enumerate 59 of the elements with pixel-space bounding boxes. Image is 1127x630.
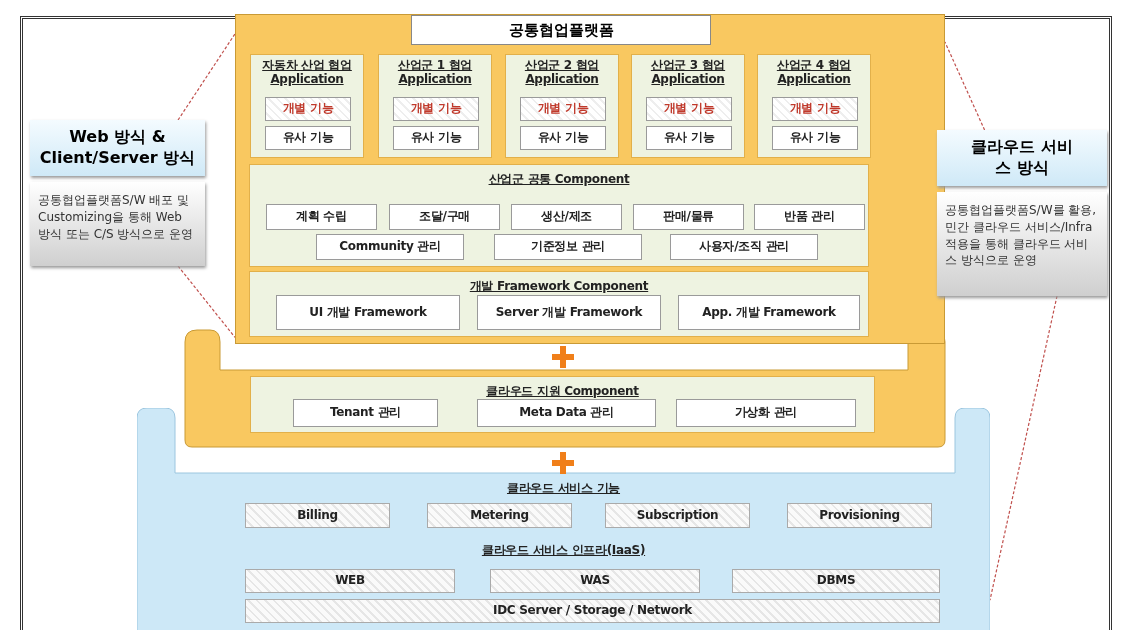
module-box: App. 개발 Framework: [678, 295, 860, 330]
module-box: 유사 기능: [520, 126, 606, 150]
application-panel: [631, 54, 745, 158]
platform-panel: [235, 14, 945, 344]
module-box: 사용자/조직 관리: [670, 234, 818, 260]
cloud-service-panel: [137, 408, 990, 630]
section-heading: 클라우드 지원 Component: [485, 385, 640, 399]
module-box: 기준정보 관리: [494, 234, 642, 260]
callout-heading: Web 방식 & Client/Server 방식: [30, 120, 205, 176]
module-box: Tenant 관리: [293, 399, 438, 427]
module-box: 반품 관리: [754, 204, 865, 230]
feature-box: 개별 기능: [265, 97, 351, 121]
module-box: Server 개발 Framework: [477, 295, 661, 330]
section-heading: 개발 Framework Component: [468, 280, 650, 294]
section-heading: 클라우드 서비스 인프라(IaaS): [480, 544, 647, 558]
callout-heading: 클라우드 서비스 방식: [937, 130, 1107, 186]
module-box: 유사 기능: [393, 126, 479, 150]
service-box: DBMS: [732, 569, 940, 593]
service-box: Provisioning: [787, 503, 932, 528]
service-box: WEB: [245, 569, 455, 593]
service-box: WAS: [490, 569, 700, 593]
component-panel: [249, 271, 869, 337]
section-heading: 산업군 3 협업 Application: [649, 59, 727, 87]
section-heading: 산업군 2 협업 Application: [523, 59, 601, 87]
service-box: Billing: [245, 503, 390, 528]
module-box: 생산/제조: [511, 204, 622, 230]
component-panel: [249, 164, 869, 267]
callout-text: 공통협업플랫폼S/W 배포 및 Customizing을 통해 Web 방식 또는 C/S 방식으로 운영: [30, 182, 205, 266]
application-panel: [378, 54, 492, 158]
component-panel: [250, 376, 875, 433]
module-box: 계획 수립: [266, 204, 377, 230]
module-box: 유사 기능: [646, 126, 732, 150]
application-panel: [505, 54, 619, 158]
section-heading: 클라우드 서비스 기능: [505, 482, 622, 496]
section-heading: 산업군 1 협업 Application: [396, 59, 474, 87]
service-box: Subscription: [605, 503, 750, 528]
service-box: IDC Server / Storage / Network: [245, 599, 940, 623]
module-box: Community 관리: [316, 234, 464, 260]
module-box: 유사 기능: [265, 126, 351, 150]
connector-line: [177, 33, 236, 121]
module-box: 판매/물류: [633, 204, 744, 230]
service-box: Metering: [427, 503, 572, 528]
application-panel: [250, 54, 364, 158]
callout-text: 공통협업플랫폼S/W를 활용, 민간 클라우드 서비스/Infra 적용을 통해 클라우드 서비스 방식으로 운영: [937, 192, 1107, 296]
section-heading: 산업군 4 협업 Application: [775, 59, 853, 87]
application-panel: [757, 54, 871, 158]
platform-title: 공통협업플랫폼: [411, 15, 711, 45]
module-box: Meta Data 관리: [477, 399, 656, 427]
module-box: UI 개발 Framework: [276, 295, 460, 330]
feature-box: 개별 기능: [393, 97, 479, 121]
connector-line: [177, 265, 236, 338]
module-box: 유사 기능: [772, 126, 858, 150]
feature-box: 개별 기능: [772, 97, 858, 121]
feature-box: 개별 기능: [520, 97, 606, 121]
feature-box: 개별 기능: [646, 97, 732, 121]
module-box: 조달/구매: [389, 204, 500, 230]
section-heading: 산업군 공통 Component: [487, 173, 631, 187]
section-heading: 자동차 산업 협업 Application: [261, 59, 353, 87]
module-box: 가상화 관리: [676, 399, 856, 427]
